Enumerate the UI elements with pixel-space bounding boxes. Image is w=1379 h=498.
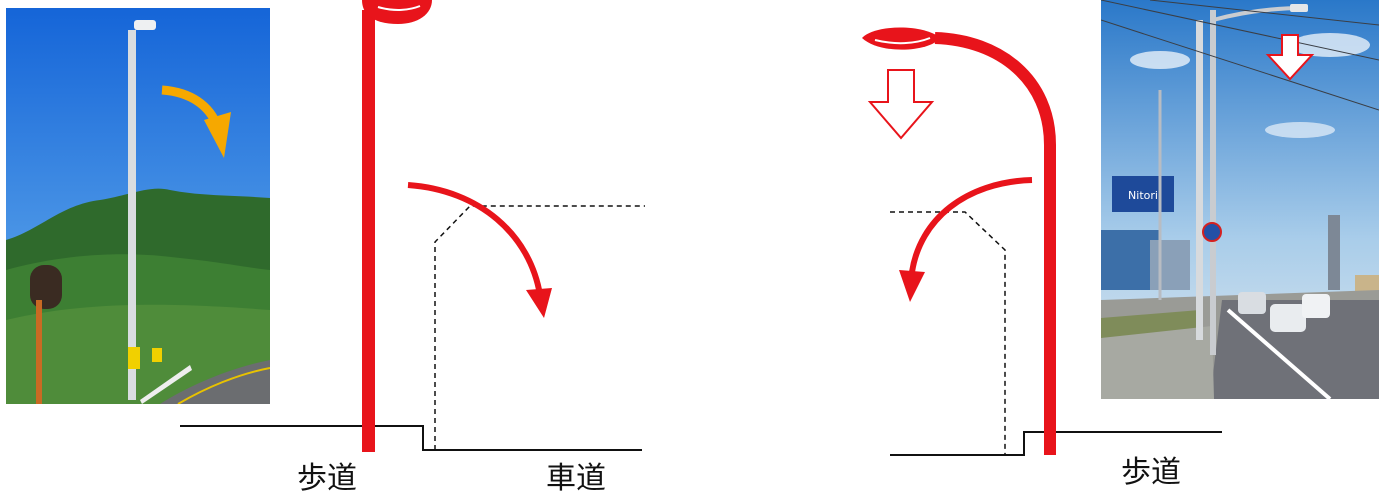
sidewalk-label-right: 歩道 (1121, 455, 1181, 490)
arrow-head-icon (899, 270, 925, 302)
svg-text:Nitori: Nitori (1128, 189, 1158, 202)
left-diagram (180, 0, 645, 452)
right-diagram (862, 27, 1222, 456)
sidewalk-label-left: 歩道 (297, 461, 357, 496)
down-arrow-icon (1265, 34, 1315, 81)
vehicle-outline (890, 211, 1006, 455)
vehicle-outline (434, 205, 645, 450)
ground-line (890, 431, 1222, 456)
roadway-label: 車道 (546, 461, 606, 496)
ground-line (180, 425, 642, 451)
lamp-head-icon (862, 27, 940, 50)
light-pole (362, 10, 375, 452)
arrow-head-icon (526, 288, 552, 318)
curved-arrow-icon (407, 182, 543, 296)
right-photo: Nitori (1101, 0, 1379, 399)
lamp-head-icon (362, 0, 432, 24)
arrow-head-icon (204, 112, 231, 158)
left-photo (6, 8, 270, 404)
curved-arrow-icon (909, 177, 1033, 273)
down-arrow-icon (867, 69, 935, 140)
light-pole (934, 32, 1056, 455)
